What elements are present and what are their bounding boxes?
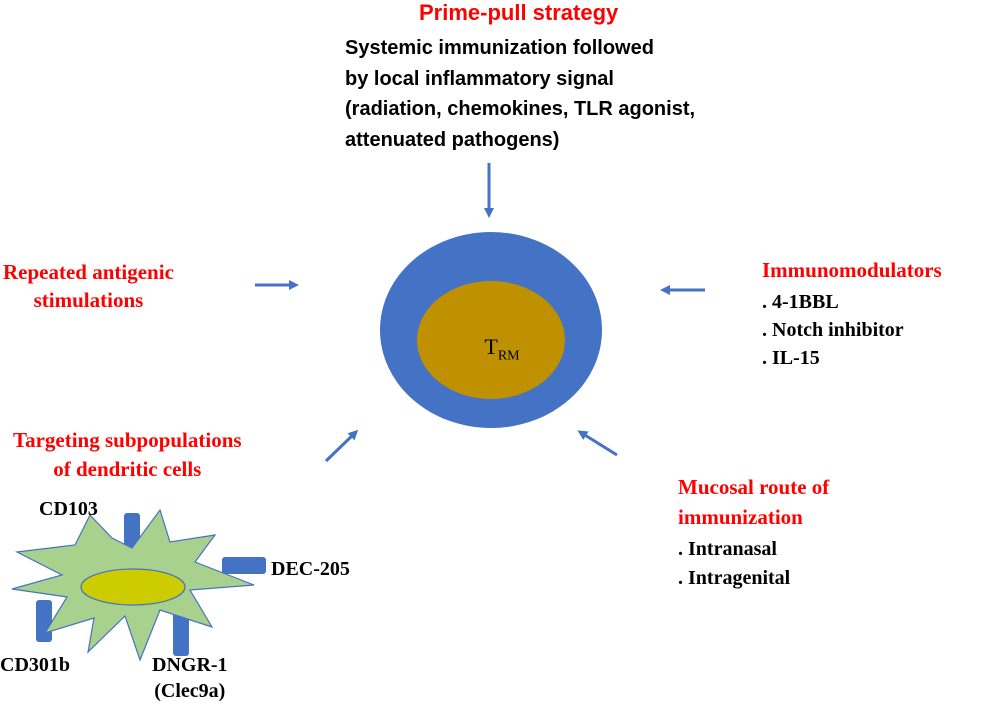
arrow-targeting <box>324 429 359 463</box>
marker-label-cd103: CD103 <box>39 498 98 520</box>
dngr1-line: (Clec9a) <box>154 680 226 702</box>
marker-label-cd301b: CD301b <box>0 654 71 676</box>
prime-pull-line: by local inflammatory signal <box>345 67 614 90</box>
trm-label-main: T <box>484 334 498 359</box>
trm-cell-nucleus <box>417 281 565 399</box>
arrow-mucosal <box>577 430 618 457</box>
prime-pull-line: (radiation, chemokines, TLR agonist, <box>345 98 696 120</box>
targeting-line: Targeting subpopulations <box>13 428 242 452</box>
immunomodulators-list: . 4-1BBL . Notch inhibitor . IL-15 <box>762 288 904 372</box>
mucosal-item: . Intragenital <box>678 567 791 589</box>
mucosal-item: . Intranasal <box>678 538 777 560</box>
mucosal-route-title: Mucosal route of immunization <box>678 472 829 532</box>
immunomodulator-item: . IL-15 <box>762 347 820 369</box>
dendritic-cell-nucleus <box>80 568 186 606</box>
marker-label-dec205: DEC-205 <box>271 558 350 580</box>
immunomodulator-item: . Notch inhibitor <box>762 319 904 341</box>
prime-pull-title: Prime-pull strategy <box>419 0 619 25</box>
targeting-line: of dendritic cells <box>53 457 202 481</box>
trm-label-sub: RM <box>497 348 520 364</box>
mucosal-route-list: . Intranasal . Intragenital <box>678 535 790 593</box>
immunomodulator-item: . 4-1BBL <box>762 291 839 313</box>
repeated-line: Repeated antigenic <box>3 260 174 284</box>
dngr1-line: DNGR-1 <box>152 654 228 676</box>
mucosal-title-line: Mucosal route of <box>678 475 830 499</box>
prime-pull-line: Systemic immunization followed <box>345 37 654 59</box>
receptor-cd301b <box>36 600 52 642</box>
prime-pull-line: attenuated pathogens) <box>345 128 560 151</box>
prime-pull-description: Systemic immunization followed by local … <box>345 33 695 155</box>
repeated-stimulations-label: Repeated antigenic stimulations <box>3 258 174 314</box>
immunomodulators-title: Immunomodulators <box>762 258 942 282</box>
marker-label-dngr1: DNGR-1 (Clec9a) <box>152 652 228 704</box>
mucosal-title-line: immunization <box>678 505 803 529</box>
targeting-dendritic-label: Targeting subpopulations of dendritic ce… <box>13 426 242 484</box>
trm-cell-label: TRM <box>420 334 584 364</box>
receptor-dngr1 <box>173 612 189 656</box>
receptor-dec205 <box>222 557 266 574</box>
repeated-line: stimulations <box>33 288 144 312</box>
